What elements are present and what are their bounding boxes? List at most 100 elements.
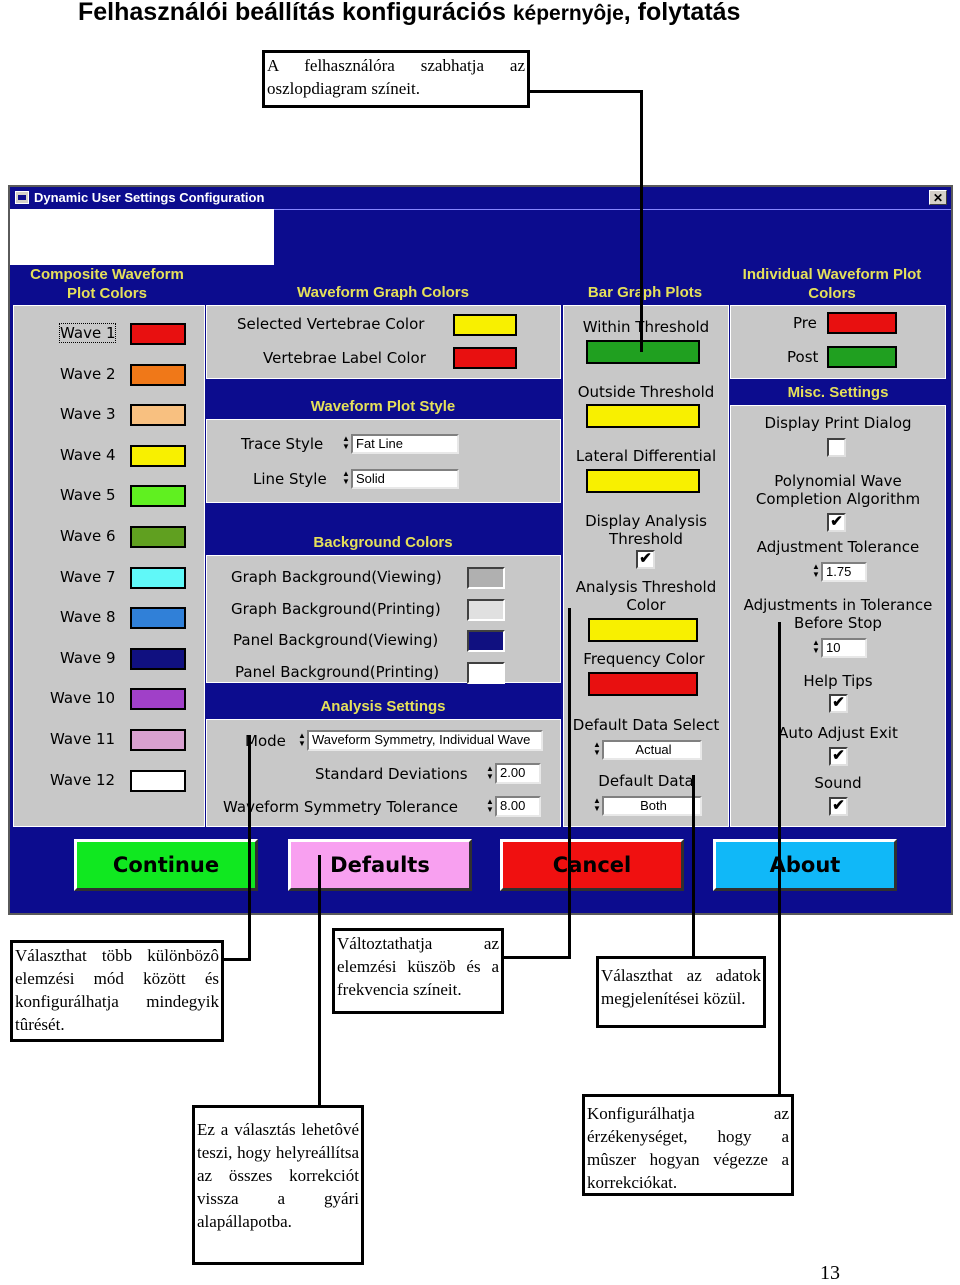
individual-panel: Pre Post [730,305,946,379]
page-heading: Felhasználói beállítás konfigurációs kép… [78,0,740,27]
default-data-select-spinner[interactable]: ▲▼ [593,740,601,757]
trace-style-spinner[interactable]: ▲▼ [342,434,350,451]
sound-label: Sound [814,774,862,792]
post-swatch[interactable] [827,346,897,368]
defaults-button[interactable]: Defaults [288,839,472,891]
within-threshold-swatch[interactable] [586,340,700,364]
mode-spinner[interactable]: ▲▼ [298,731,306,748]
wave-label: Wave 7 [60,567,116,586]
connector-line [502,956,571,959]
trace-style-label: Trace Style [241,435,324,453]
line-style-spinner[interactable]: ▲▼ [342,469,350,486]
wave-color-swatch[interactable] [130,647,186,670]
selected-vertebrae-label: Selected Vertebrae Color [237,315,425,333]
std-dev-label: Standard Deviations [315,765,468,783]
wave-color-swatch[interactable] [130,729,186,751]
callout-threshold-colors: Változtathatja az elemzési küszöb és a f… [332,928,504,1014]
wave-color-swatch[interactable] [130,485,186,508]
symmetry-tol-field[interactable]: 8.00 [495,796,541,817]
connector-line [248,735,251,960]
frequency-color-label: Frequency Color [583,650,705,668]
vertebrae-label-swatch[interactable] [453,347,517,369]
lateral-differential-swatch[interactable] [586,469,700,493]
help-tips-checkbox[interactable]: ✔ [829,694,848,713]
background-panel: Graph Background(Viewing)Graph Backgroun… [206,555,561,684]
wave-color-swatch[interactable] [130,566,186,589]
adj-before-stop-label: Adjustments in Tolerance Before Stop [743,596,933,632]
polynomial-label: Polynomial Wave Completion Algorithm [755,472,921,508]
background-color-swatch[interactable] [467,661,505,684]
wave-label: Wave 8 [60,608,116,627]
cancel-button[interactable]: Cancel [500,839,684,891]
background-title: Background Colors [313,534,453,551]
wave-color-swatch[interactable] [130,363,186,386]
default-data-spinner[interactable]: ▲▼ [593,796,601,813]
mode-field[interactable]: Waveform Symmetry, Individual Wave [307,730,543,751]
connector-line [692,775,695,959]
wave-label: Wave 1 [58,323,117,343]
wave-label: Wave 6 [60,527,116,545]
callout-analysis-modes: Választhat több különbözô elemzési mód k… [10,940,224,1042]
sound-checkbox[interactable]: ✔ [829,797,848,816]
analysis-panel: Mode ▲▼ Waveform Symmetry, Individual Wa… [206,719,561,827]
wave-color-swatch[interactable] [130,526,186,548]
callout-tolerance: Konfigurálhatja az érzékenységet, hogy a… [582,1094,794,1196]
print-dialog-checkbox[interactable] [827,438,846,457]
window-system-icon[interactable] [15,191,29,204]
graph-colors-title: Waveform Graph Colors [297,284,469,301]
connector-line [568,608,571,958]
display-analysis-checkbox[interactable]: ✔ [636,550,655,569]
wave-color-swatch[interactable] [130,769,186,792]
auto-adjust-label: Auto Adjust Exit [778,724,898,742]
individual-title: Individual Waveform Plot Colors [742,266,922,302]
background-color-swatch[interactable] [467,630,505,652]
within-threshold-label: Within Threshold [582,318,710,336]
default-data-select-field[interactable]: Actual [602,740,702,760]
background-color-swatch[interactable] [467,567,505,589]
auto-adjust-checkbox[interactable]: ✔ [829,747,848,766]
connector-line [222,958,251,961]
default-data-field[interactable]: Both [602,796,702,816]
composite-title: Composite Waveform Plot Colors [30,266,184,302]
symmetry-tol-spinner[interactable]: ▲▼ [486,797,494,814]
wave-label: Wave 5 [60,486,116,505]
adj-before-stop-spinner[interactable]: ▲▼ [812,638,820,655]
wave-label: Wave 2 [60,364,116,383]
connector-line [778,622,781,1096]
plot-style-panel: Trace Style ▲▼ Fat Line Line Style ▲▼ So… [206,419,561,503]
background-color-swatch[interactable] [467,598,505,621]
print-dialog-label: Display Print Dialog [764,414,912,432]
adj-before-stop-field[interactable]: 10 [821,638,867,658]
wave-color-swatch[interactable] [130,444,186,467]
background-label: Graph Background(Printing) [231,599,441,618]
std-dev-field[interactable]: 2.00 [495,763,541,784]
analysis-title: Analysis Settings [320,698,446,715]
wave-color-swatch[interactable] [130,607,186,630]
polynomial-checkbox[interactable]: ✔ [827,513,846,532]
continue-button[interactable]: Continue [74,839,258,891]
page-number: 13 [820,1262,840,1284]
trace-style-field[interactable]: Fat Line [351,434,459,454]
frequency-color-swatch[interactable] [588,672,698,696]
analysis-color-swatch[interactable] [588,618,698,642]
std-dev-spinner[interactable]: ▲▼ [486,764,494,781]
window-title: Dynamic User Settings Configuration [34,190,265,205]
adj-tolerance-spinner[interactable]: ▲▼ [812,562,820,579]
pre-swatch[interactable] [827,312,897,334]
adj-tolerance-field[interactable]: 1.75 [821,562,867,582]
wave-label: Wave 9 [60,648,116,667]
wave-color-swatch[interactable] [130,688,186,711]
line-style-field[interactable]: Solid [351,469,459,489]
wave-label: Wave 12 [50,770,116,789]
outside-threshold-swatch[interactable] [586,404,700,428]
background-label: Panel Background(Printing) [235,662,440,681]
about-button[interactable]: About [713,839,897,891]
connector-line [640,90,643,352]
callout-data-display: Választhat az adatok megjelenítései közü… [596,956,766,1028]
close-icon[interactable]: ✕ [929,190,947,205]
selected-vertebrae-swatch[interactable] [453,314,517,336]
wave-color-swatch[interactable] [130,323,186,345]
wave-color-swatch[interactable] [130,404,186,427]
connector-line [318,855,321,1107]
symmetry-tol-label: Waveform Symmetry Tolerance [223,798,458,816]
